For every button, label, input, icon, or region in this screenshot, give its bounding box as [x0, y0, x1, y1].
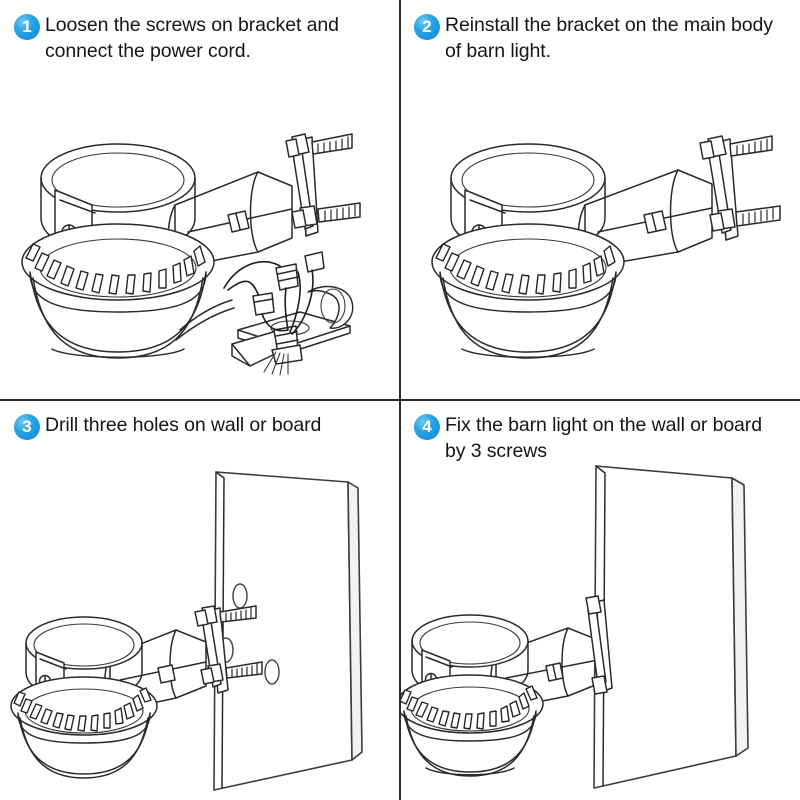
illustration-step-3	[0, 400, 400, 800]
caption-step-4: 4 Fix the barn light on the wall or boar…	[414, 412, 788, 464]
step-badge-3: 3	[14, 414, 40, 440]
illustration-step-2	[400, 0, 800, 400]
panel-step-2: 2 Reinstall the bracket on the main body…	[400, 0, 800, 400]
illustration-step-1	[0, 0, 400, 400]
step-badge-1: 1	[14, 14, 40, 40]
caption-text-4: Fix the barn light on the wall or board …	[445, 414, 762, 462]
illustration-step-4	[400, 400, 800, 800]
caption-step-3: 3 Drill three holes on wall or board	[14, 412, 388, 440]
caption-step-1: 1 Loosen the screws on bracket and conne…	[14, 12, 388, 64]
panel-step-1: 1 Loosen the screws on bracket and conne…	[0, 0, 400, 400]
caption-text-2: Reinstall the bracket on the main body o…	[445, 14, 773, 62]
step-badge-2: 2	[414, 14, 440, 40]
panel-step-4: 4 Fix the barn light on the wall or boar…	[400, 400, 800, 800]
step-badge-4: 4	[414, 414, 440, 440]
caption-step-2: 2 Reinstall the bracket on the main body…	[414, 12, 788, 64]
caption-text-1: Loosen the screws on bracket and connect…	[45, 14, 339, 62]
horizontal-divider	[0, 399, 800, 401]
caption-text-3: Drill three holes on wall or board	[45, 414, 322, 436]
panel-step-3: 3 Drill three holes on wall or board	[0, 400, 400, 800]
